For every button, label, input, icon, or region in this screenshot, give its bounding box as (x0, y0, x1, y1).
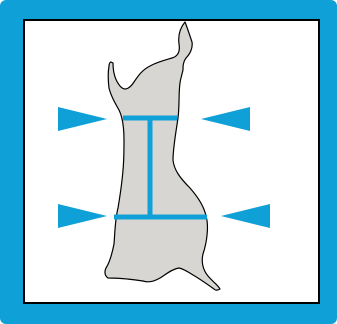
carcass-measurement-diagram (0, 0, 337, 324)
diagram-canvas (0, 0, 337, 324)
